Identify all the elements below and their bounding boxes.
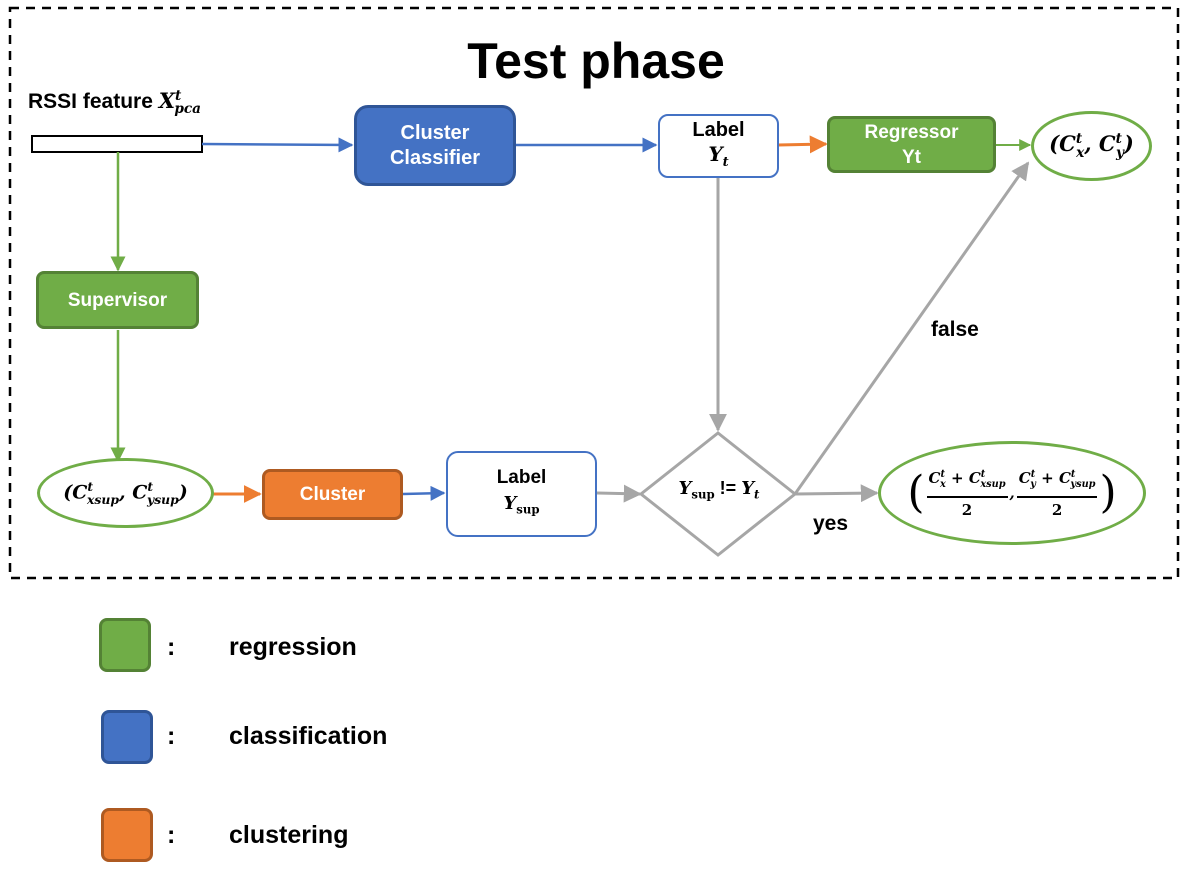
edge-cluster-to-label-sup [402, 485, 446, 501]
cluster-label: Cluster [299, 483, 366, 505]
decision-diamond [638, 431, 798, 557]
cluster-node: Cluster [262, 469, 403, 520]
decision-left-symbol: Ysup [678, 478, 715, 502]
decision-right-symbol: Yt [741, 478, 760, 502]
yes-label: yes [813, 512, 849, 535]
output-average-formula: ( Ctx + Ctxsup 2 , Cty + Ctysup 2 ) [907, 464, 1116, 522]
label-ysup-title: Label [496, 467, 547, 489]
label-yt-symbol: Yt [708, 141, 729, 170]
output-average-ellipse: ( Ctx + Ctxsup 2 , Cty + Ctysup 2 ) [878, 441, 1146, 545]
output-csup-ellipse: (Ctxsup, Ctysup) [37, 458, 214, 528]
test-phase-frame [8, 6, 1180, 580]
decision-operator: != [719, 478, 737, 498]
regressor-line1: Regressor [864, 121, 959, 143]
output-csup-formula: (Ctxsup, Ctysup) [63, 479, 188, 507]
cluster-classifier-node: Cluster Classifier [354, 105, 516, 186]
regressor-line2: Yt [902, 146, 921, 168]
label-yt-node: Label Yt [658, 114, 779, 178]
page-title: Test phase [467, 33, 725, 89]
edge-decision-false [793, 161, 1030, 495]
output-ct-ellipse: (Ctx, Cty) [1031, 111, 1152, 181]
open-paren: ( [907, 467, 925, 518]
edge-decision-yes [794, 484, 879, 503]
output-ct-formula: (Ctx, Cty) [1049, 131, 1134, 161]
x-pca-symbol: Xtpca [158, 88, 202, 118]
label-ysup-symbol: Ysup [503, 493, 540, 517]
rssi-feature-text: RSSI feature [28, 90, 153, 113]
legend-label-regression: regression [229, 633, 357, 661]
supervisor-node: Supervisor [36, 271, 199, 329]
label-yt-title: Label [692, 118, 745, 141]
rssi-feature-bar [31, 135, 203, 153]
cluster-classifier-line2: Classifier [389, 146, 481, 169]
rssi-feature-label: RSSI feature Xtpca [28, 88, 201, 117]
edge-input-to-cluster-classifier [201, 137, 354, 153]
average-y-fraction: Cty + Ctysup 2 [1016, 464, 1098, 522]
edge-label-sup-to-decision [596, 484, 642, 503]
legend-swatch-classification [101, 710, 153, 764]
legend-colon: : [167, 722, 176, 750]
false-label: false [931, 318, 979, 341]
cluster-classifier-line1: Cluster [400, 121, 470, 144]
decision-condition: Ysup != Yt [660, 478, 778, 502]
legend-swatch-clustering [101, 808, 153, 862]
legend-colon: : [167, 633, 176, 661]
label-ysup-node: Label Ysup [446, 451, 597, 537]
supervisor-label: Supervisor [67, 289, 168, 311]
edge-label-to-regressor [777, 135, 828, 154]
legend-label-clustering: clustering [229, 821, 349, 849]
legend-swatch-regression [99, 618, 151, 672]
legend-label-classification: classification [229, 722, 388, 750]
regressor-node: Regressor Yt [827, 116, 996, 173]
average-x-fraction: Ctx + Ctxsup 2 [926, 464, 1008, 522]
legend-colon: : [167, 821, 176, 849]
close-paren: ) [1099, 467, 1117, 518]
